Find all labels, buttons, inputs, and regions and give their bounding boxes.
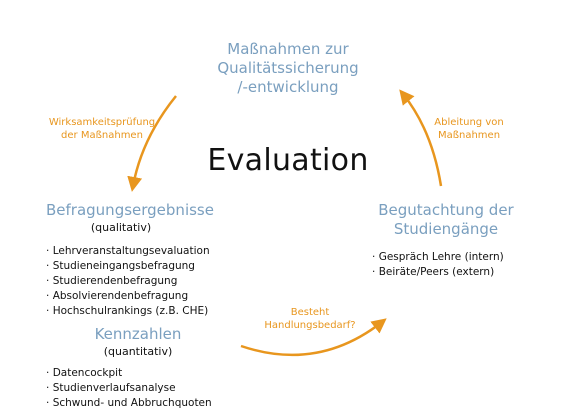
edge-label-effectiveness-line-2: der Maßnahmen — [61, 130, 143, 141]
program-review-list: Gespräch Lehre (intern) Beiräte/Peers (e… — [372, 250, 504, 280]
arrow-left-to-right — [240, 318, 387, 357]
edge-label-effectiveness-line-1: Wirksamkeitsprüfung — [48, 117, 156, 128]
right-node-program-review: Begutachtung der Studiengänge — [366, 201, 526, 239]
center-title: Evaluation — [207, 143, 369, 178]
edge-label-derive-line-2: Maßnahmen — [437, 130, 501, 141]
list-item: Schwund- und Abbruchquoten — [46, 396, 212, 411]
list-item: Studierendenbefragung — [46, 274, 266, 289]
list-item: Hochschulrankings (z.B. CHE) — [46, 304, 266, 319]
edge-label-action-line-2: Handlungsbedarf? — [264, 320, 356, 331]
list-item: Beiräte/Peers (extern) — [372, 265, 504, 280]
survey-results-list: Lehrveranstaltungsevaluation Studieneing… — [46, 244, 266, 319]
edge-label-effectiveness: Wirksamkeitsprüfung der Maßnahmen — [40, 116, 164, 142]
survey-results-title: Befragungsergebnisse — [46, 201, 214, 219]
top-node-line-1: Maßnahmen zur — [227, 40, 349, 58]
list-item: Lehrveranstaltungsevaluation — [46, 244, 266, 259]
key-figures-title: Kennzahlen — [94, 325, 182, 343]
left-node-survey-results: Befragungsergebnisse (qualitativ) Lehrve… — [46, 201, 266, 319]
survey-results-subtitle: (qualitativ) — [90, 221, 152, 234]
key-figures-list: Datencockpit Studienverlaufsanalyse Schw… — [46, 366, 212, 411]
list-item: Studieneingangsbefragung — [46, 259, 266, 274]
program-review-line-1: Begutachtung der — [378, 201, 514, 219]
arrow-top-to-left — [127, 95, 177, 192]
program-review-line-2: Studiengänge — [393, 220, 499, 238]
key-figures-subtitle: (quantitativ) — [103, 345, 173, 358]
list-item: Absolvierendenbefragung — [46, 289, 266, 304]
edge-label-action-line-1: Besteht — [290, 307, 330, 318]
edge-label-derive-line-1: Ableitung von — [434, 117, 504, 128]
list-item: Gespräch Lehre (intern) — [372, 250, 504, 265]
edge-label-action-needed: Besteht Handlungsbedarf? — [252, 306, 368, 332]
top-node-measures: Maßnahmen zur Qualitätssicherung /-entwi… — [188, 40, 388, 97]
arrow-right-to-top — [399, 89, 443, 187]
list-item: Studienverlaufsanalyse — [46, 381, 212, 396]
top-node-line-2: Qualitätssicherung — [217, 59, 359, 77]
top-node-line-3: /-entwicklung — [237, 78, 339, 96]
edge-label-derive-measures: Ableitung von Maßnahmen — [424, 116, 514, 142]
list-item: Datencockpit — [46, 366, 212, 381]
